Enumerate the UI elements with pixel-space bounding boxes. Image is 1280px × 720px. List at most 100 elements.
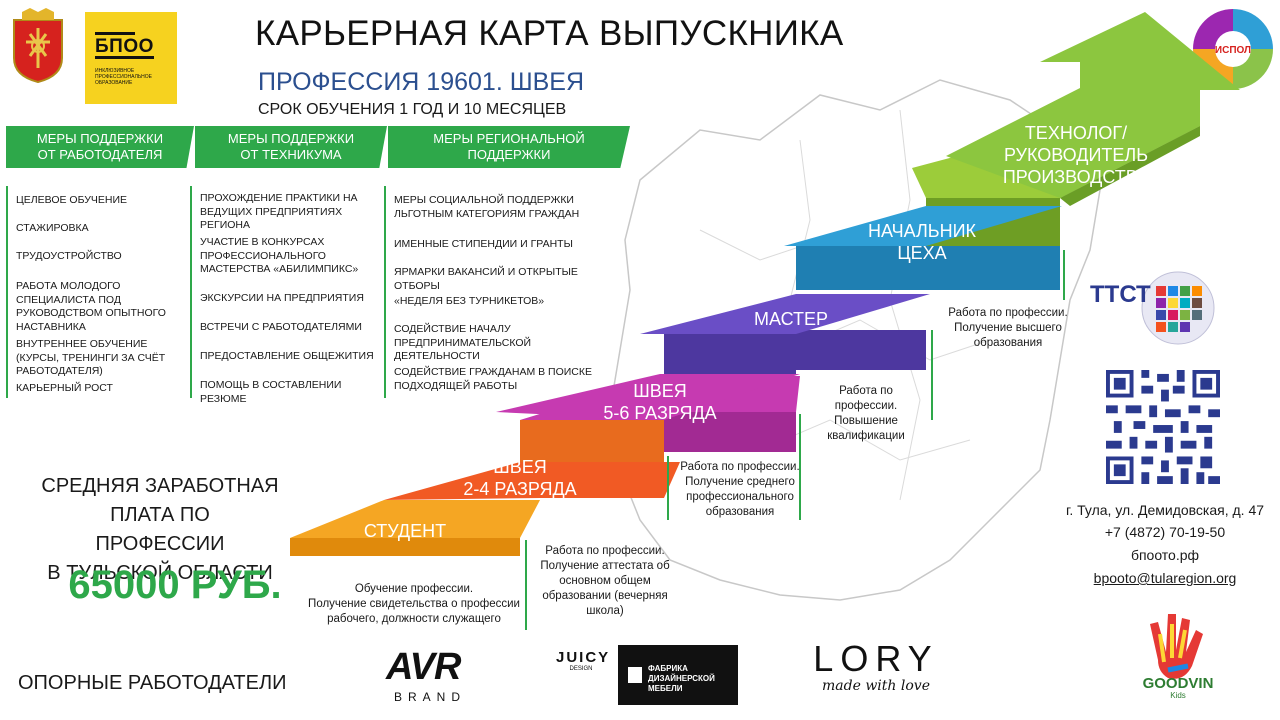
step-desc-master: Работа по профессии. Повышение квалифика… [806, 384, 926, 444]
step-label-line: 2-4 РАЗРЯДА [463, 479, 577, 499]
step-desc-line: Работа по профессии. [948, 307, 1068, 319]
page-title: КАРЬЕРНАЯ КАРТА ВЫПУСКНИКА [255, 14, 844, 53]
step-label-line: ТЕХНОЛОГ/ [1024, 123, 1128, 143]
salary-label: СРЕДНЯЯ ЗАРАБОТНАЯ ПЛАТА ПО ПРОФЕССИИ В … [10, 472, 310, 588]
contact-site[interactable]: бпоото.рф [1130, 547, 1200, 563]
tula-coat-of-arms [13, 8, 63, 84]
list-item: ВНУТРЕННЕЕ ОБУЧЕНИЕ (КУРСЫ, ТРЕНИНГИ ЗА … [16, 338, 166, 377]
salary-label-line: СРЕДНЯЯ ЗАРАБОТНАЯ ПЛАТА ПО [41, 475, 279, 526]
list-item: ЯРМАРКИ ВАКАНСИЙ И ОТКРЫТЫЕ ОТБОРЫ [394, 266, 578, 292]
bpoo-logo: БПОО Инклюзивное профессиональное образо… [85, 12, 177, 104]
step-desc-line: основном общем [559, 575, 651, 587]
step-label-line: 5-6 РАЗРЯДА [603, 403, 717, 423]
step-label-line: ШВЕЯ [633, 381, 687, 401]
column-header-college: МЕРЫ ПОДДЕРЖКИ ОТ ТЕХНИКУМА [195, 126, 387, 168]
career-arrow-shadow [1060, 126, 1200, 206]
salary-label-line: В ТУЛЬСКОЙ ОБЛАСТИ [47, 562, 273, 584]
column-header-line: МЕРЫ ПОДДЕРЖКИ [36, 131, 164, 146]
step-seamstress-2-4 [384, 462, 680, 500]
step-riser-master [664, 334, 796, 374]
bpoo-logo-title: БПОО [95, 36, 154, 59]
juicy-logo-title: JUICY [556, 649, 611, 666]
list-item: РАБОТА МОЛОДОГО СПЕЦИАЛИСТА ПОД РУКОВОДС… [16, 280, 166, 333]
step-student [290, 500, 540, 538]
step-desc-line: образовании (вечерняя [542, 590, 668, 602]
profession-title: ПРОФЕССИЯ 19601. ШВЕЯ [258, 68, 585, 96]
list-item: МЕРЫ СОЦИАЛЬНОЙ ПОДДЕРЖКИ ЛЬГОТНЫМ КАТЕГ… [394, 194, 580, 220]
step-desc-line: профессионального [686, 491, 794, 503]
furniture-factory-logo: ФАБРИКА ДИЗАЙНЕРСКОЙ МЕБЕЛИ [618, 645, 738, 705]
column-header-line: ПОДДЕРЖКИ [467, 147, 551, 162]
step-desc-seamstress-5-6: Работа по профессии. Получение среднего … [672, 460, 808, 520]
step-label-line: МАСТЕР [753, 309, 828, 329]
list-item: ВСТРЕЧИ С РАБОТОДАТЕЛЯМИ [200, 321, 362, 333]
step-label-master: МАСТЕР [726, 308, 856, 330]
factory-logo-mark [628, 667, 642, 683]
contact-address: г. Тула, ул. Демидовская, д. 47 [1065, 502, 1265, 518]
salary-label-line: ПРОФЕССИИ [95, 533, 225, 555]
step-desc-line: Работа по [839, 385, 893, 397]
contact-phone[interactable]: +7 (4872) 70-19-50 [1104, 524, 1226, 540]
step-seamstress-5-6-top [496, 374, 800, 420]
goodvin-logo-title: GOODVIN [1143, 675, 1214, 692]
bpoo-logo-bar [95, 32, 135, 35]
step-desc-line: Получение аттестата об [540, 560, 670, 572]
list-item: СОДЕЙСТВИЕ НАЧАЛУ ПРЕДПРИНИМАТЕЛЬСКОЙ ДЕ… [394, 323, 532, 362]
step-desc-line: квалификации [827, 430, 905, 442]
step-riser-student [290, 538, 520, 556]
juicy-design-logo: JUICY DESIGN [556, 649, 611, 710]
column-header-line: МЕРЫ РЕГИОНАЛЬНОЙ [433, 131, 585, 146]
list-item: ЦЕЛЕВОЕ ОБУЧЕНИЕ [16, 194, 128, 206]
step-desc-chief: Работа по профессии. Получение высшего о… [938, 306, 1078, 351]
contact-email[interactable]: bpooto@tularegion.org [1093, 570, 1237, 586]
step-label-seamstress-5-6: ШВЕЯ 5-6 РАЗРЯДА [580, 380, 740, 424]
step-label-line: РУКОВОДИТЕЛЬ [1003, 145, 1149, 165]
goodvin-logo-subtitle: Kids [1170, 691, 1186, 700]
list-item: ПРОХОЖДЕНИЕ ПРАКТИКИ НА ВЕДУЩИХ ПРЕДПРИЯ… [200, 192, 358, 231]
column-header-line: ОТ ТЕХНИКУМА [240, 147, 342, 162]
step-label-line: ШВЕЯ [493, 457, 547, 477]
employer-support-list: ЦЕЛЕВОЕ ОБУЧЕНИЕ СТАЖИРОВКА ТРУДОУСТРОЙС… [6, 186, 192, 398]
step-label-seamstress-2-4: ШВЕЯ 2-4 РАЗРЯДА [440, 456, 600, 500]
list-item: ИМЕННЫЕ СТИПЕНДИИ И ГРАНТЫ [394, 238, 573, 250]
lory-logo-subtitle: made with love [822, 678, 930, 694]
lory-logo: LORY made with love [800, 640, 952, 700]
list-item: СОДЕЙСТВИЕ ГРАЖДАНАМ В ПОИСКЕ ПОДХОДЯЩЕЙ… [394, 366, 593, 392]
study-duration: СРОК ОБУЧЕНИЯ 1 ГОД И 10 МЕСЯЦЕВ [258, 101, 567, 118]
list-item: ПОМОЩЬ В СОСТАВЛЕНИИ РЕЗЮМЕ [200, 379, 342, 405]
avr-brand-logo: AVR BRAND [386, 648, 474, 706]
juicy-logo-subtitle: DESIGN [569, 666, 593, 672]
salary-value: 65000 РУБ. [68, 563, 282, 607]
ttst-logo: ТТСТ [1090, 271, 1215, 345]
step-label-line: ПРОИЗВОДСТВА [1002, 167, 1150, 187]
step-desc-line: Повышение [834, 415, 898, 427]
factory-logo-text: ФАБРИКА ДИЗАЙНЕРСКОЙ МЕБЕЛИ [648, 664, 715, 693]
step-riser-chief [796, 246, 926, 290]
bpoo-logo-subtitle: Инклюзивное профессиональное образование [95, 68, 153, 86]
column-header-region: МЕРЫ РЕГИОНАЛЬНОЙ ПОДДЕРЖКИ [388, 126, 630, 168]
qr-code[interactable] [1106, 370, 1220, 484]
step-desc-line: школа) [586, 605, 624, 617]
step-master [640, 294, 930, 334]
column-header-line: МЕРЫ ПОДДЕРЖКИ [227, 131, 355, 146]
step-desc-line: Получение среднего [685, 476, 795, 488]
list-item: ТРУДОУСТРОЙСТВО [16, 250, 122, 262]
ttst-logo-text: ТТСТ [1090, 281, 1151, 308]
column-header-employer: МЕРЫ ПОДДЕРЖКИ ОТ РАБОТОДАТЕЛЯ [6, 126, 194, 168]
career-arrow [946, 12, 1240, 198]
list-item: КАРЬЕРНЫЙ РОСТ [16, 382, 113, 394]
step-desc-line: образования [973, 337, 1043, 349]
step-label-chief: НАЧАЛЬНИК ЦЕХА [852, 220, 992, 264]
list-item: ЭКСКУРСИИ НА ПРЕДПРИЯТИЯ [200, 292, 364, 304]
list-item: УЧАСТИЕ В КОНКУРСАХ ПРОФЕССИОНАЛЬНОГО МА… [200, 236, 359, 275]
step-desc-line: образования [705, 506, 775, 518]
step-chief [784, 206, 1062, 246]
step-desc-line: Работа по профессии. [545, 545, 665, 557]
step-desc-line: Получение свидетельства о профессии [308, 598, 520, 610]
step-riser-seamstress-5-6-b [664, 412, 796, 452]
avr-logo-subtitle: BRAND [393, 690, 466, 704]
step-label-line: ЦЕХА [897, 243, 947, 263]
step-desc-line: Обучение профессии. [354, 583, 474, 595]
list-item: ПРЕДОСТАВЛЕНИЕ ОБЩЕЖИТИЯ [200, 350, 374, 362]
